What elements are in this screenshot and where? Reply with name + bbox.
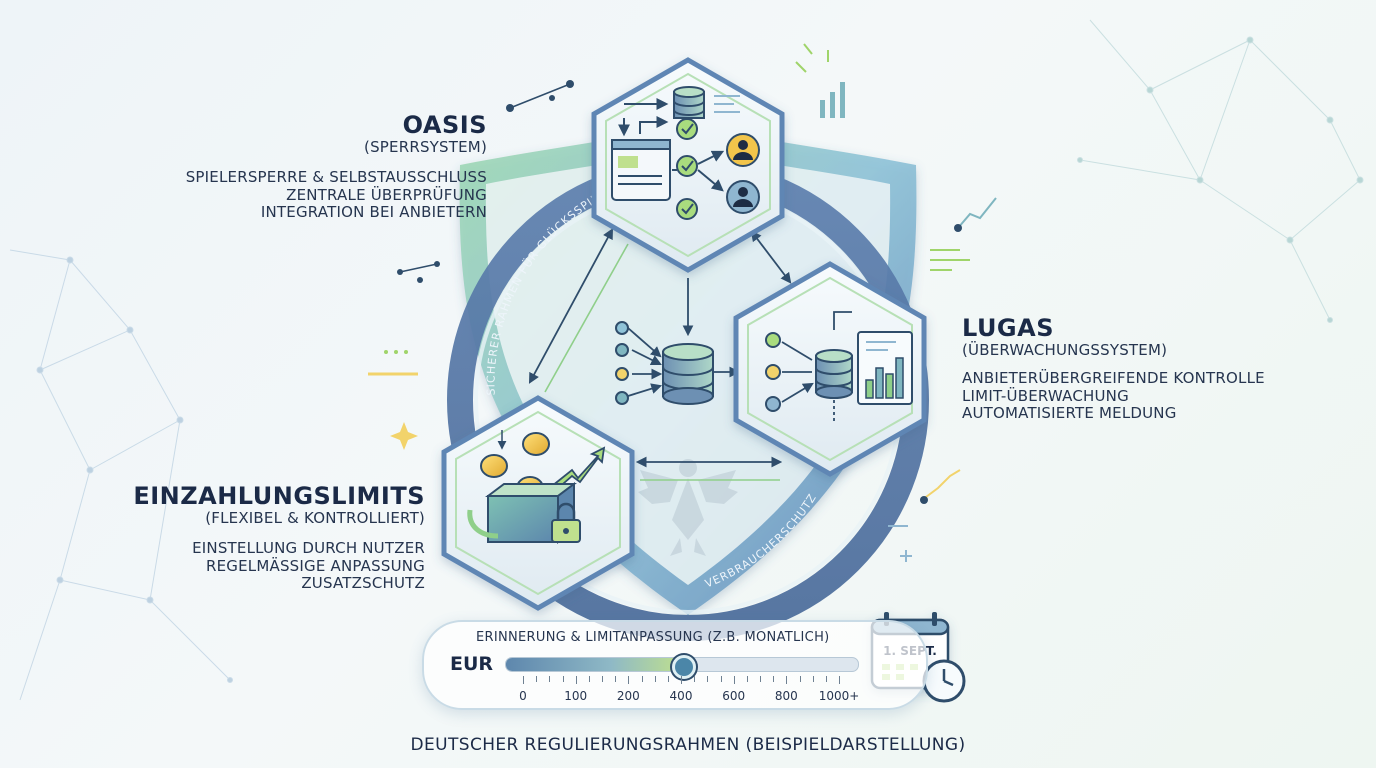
slider-tick-label: 1000+ — [818, 689, 860, 703]
slider-tick — [562, 676, 564, 682]
slider-tick — [720, 676, 722, 682]
network-pattern-left — [9, 249, 233, 701]
database-icon — [673, 86, 705, 119]
network-pattern-right — [1077, 19, 1364, 323]
slider-tick — [839, 676, 840, 684]
slider-tick — [799, 676, 801, 682]
slider-tick — [707, 676, 709, 682]
slider-title: ERINNERUNG & LIMITANPASSUNG (Z.B. MONATL… — [476, 630, 830, 645]
einzahlung-item: EINSTELLUNG DURCH NUTZER — [192, 539, 425, 557]
slider-tick — [615, 676, 617, 682]
bar-chart-icon — [857, 331, 913, 405]
slider-tick-label: 800 — [774, 689, 798, 703]
slider-tick — [588, 676, 590, 682]
central-database-icon — [662, 343, 714, 405]
limit-slider-fill — [506, 658, 682, 671]
slider-tick-label: 400 — [669, 689, 693, 703]
slider-tick — [812, 676, 814, 682]
slider-tick-label: 200 — [616, 689, 640, 703]
slider-tick — [628, 676, 630, 684]
padlock-icon — [551, 502, 581, 543]
slider-tick — [549, 676, 551, 682]
lugas-subtitle: (ÜBERWACHUNGSSYSTEM) — [962, 341, 1168, 360]
oasis-item: ZENTRALE ÜBERPRÜFUNG — [286, 185, 487, 204]
einzahlung-text-block: EINZAHLUNGSLIMITS (FLEXIBEL & KONTROLLIE… — [133, 482, 425, 593]
lugas-text-block: LUGAS (ÜBERWACHUNGSSYSTEM) ANBIETERÜBERG… — [962, 314, 1265, 423]
connectors — [528, 228, 792, 468]
oasis-item: SPIELERSPERRE & SELBSTAUSSCHLUSS — [185, 168, 487, 186]
slider-tick-label: 100 — [564, 689, 588, 703]
trend-arrow-icon — [550, 446, 606, 492]
lugas-item: LIMIT-ÜBERWACHUNG — [962, 386, 1129, 405]
oasis-title: OASIS — [402, 111, 487, 139]
slider-tick — [641, 676, 643, 682]
data-source-nodes — [615, 321, 629, 405]
einzahlung-title: EINZAHLUNGSLIMITS — [133, 482, 425, 510]
slider-tick — [654, 676, 656, 682]
oasis-illustration — [611, 86, 760, 220]
slider-tick-label: 0 — [519, 689, 527, 703]
einzahlung-item: REGELMÄSSIGE ANPASSUNG — [206, 556, 425, 575]
slider-tick — [694, 676, 696, 682]
slider-tick — [523, 676, 524, 684]
slider-tick — [733, 676, 735, 684]
slider-tick — [575, 676, 577, 684]
database-icon — [815, 349, 853, 399]
user-icon — [726, 133, 760, 214]
slider-tick — [602, 676, 603, 682]
lugas-item: ANBIETERÜBERGREIFENDE KONTROLLE — [962, 369, 1265, 387]
currency-label: EUR — [450, 653, 494, 675]
oasis-text-block: OASIS (SPERRSYSTEM) SPIELERSPERRE & SELB… — [186, 111, 487, 222]
einzahlung-illustration — [467, 430, 606, 544]
einzahlung-subtitle: (FLEXIBEL & KONTROLLIERT) — [205, 509, 425, 528]
oasis-item: INTEGRATION BEI ANBIETERN — [260, 203, 487, 222]
lugas-title: LUGAS — [962, 314, 1054, 342]
checkmark-icon — [676, 118, 698, 220]
limit-slider-thumb[interactable] — [672, 655, 696, 679]
lugas-illustration — [765, 311, 913, 422]
slider-tick — [825, 676, 827, 682]
einzahlung-item: ZUSATZSCHUTZ — [301, 574, 425, 593]
clock-icon — [922, 659, 966, 703]
slider-tick-label: 600 — [722, 689, 746, 703]
oasis-subtitle: (SPERRSYSTEM) — [364, 138, 487, 157]
eagle-emblem-icon — [638, 459, 738, 556]
slider-tick — [681, 676, 682, 684]
slider-tick — [746, 676, 748, 682]
decorative-marks — [368, 43, 997, 562]
slider-tick — [760, 676, 761, 682]
slider-tick — [667, 676, 669, 682]
slider-tick — [786, 676, 788, 684]
slider-tick — [536, 676, 538, 682]
slider-tick — [773, 676, 775, 682]
footer-caption: DEUTSCHER REGULIERUNGSRAHMEN (BEISPIELDA… — [410, 735, 966, 755]
lugas-item: AUTOMATISIERTE MELDUNG — [962, 404, 1177, 423]
